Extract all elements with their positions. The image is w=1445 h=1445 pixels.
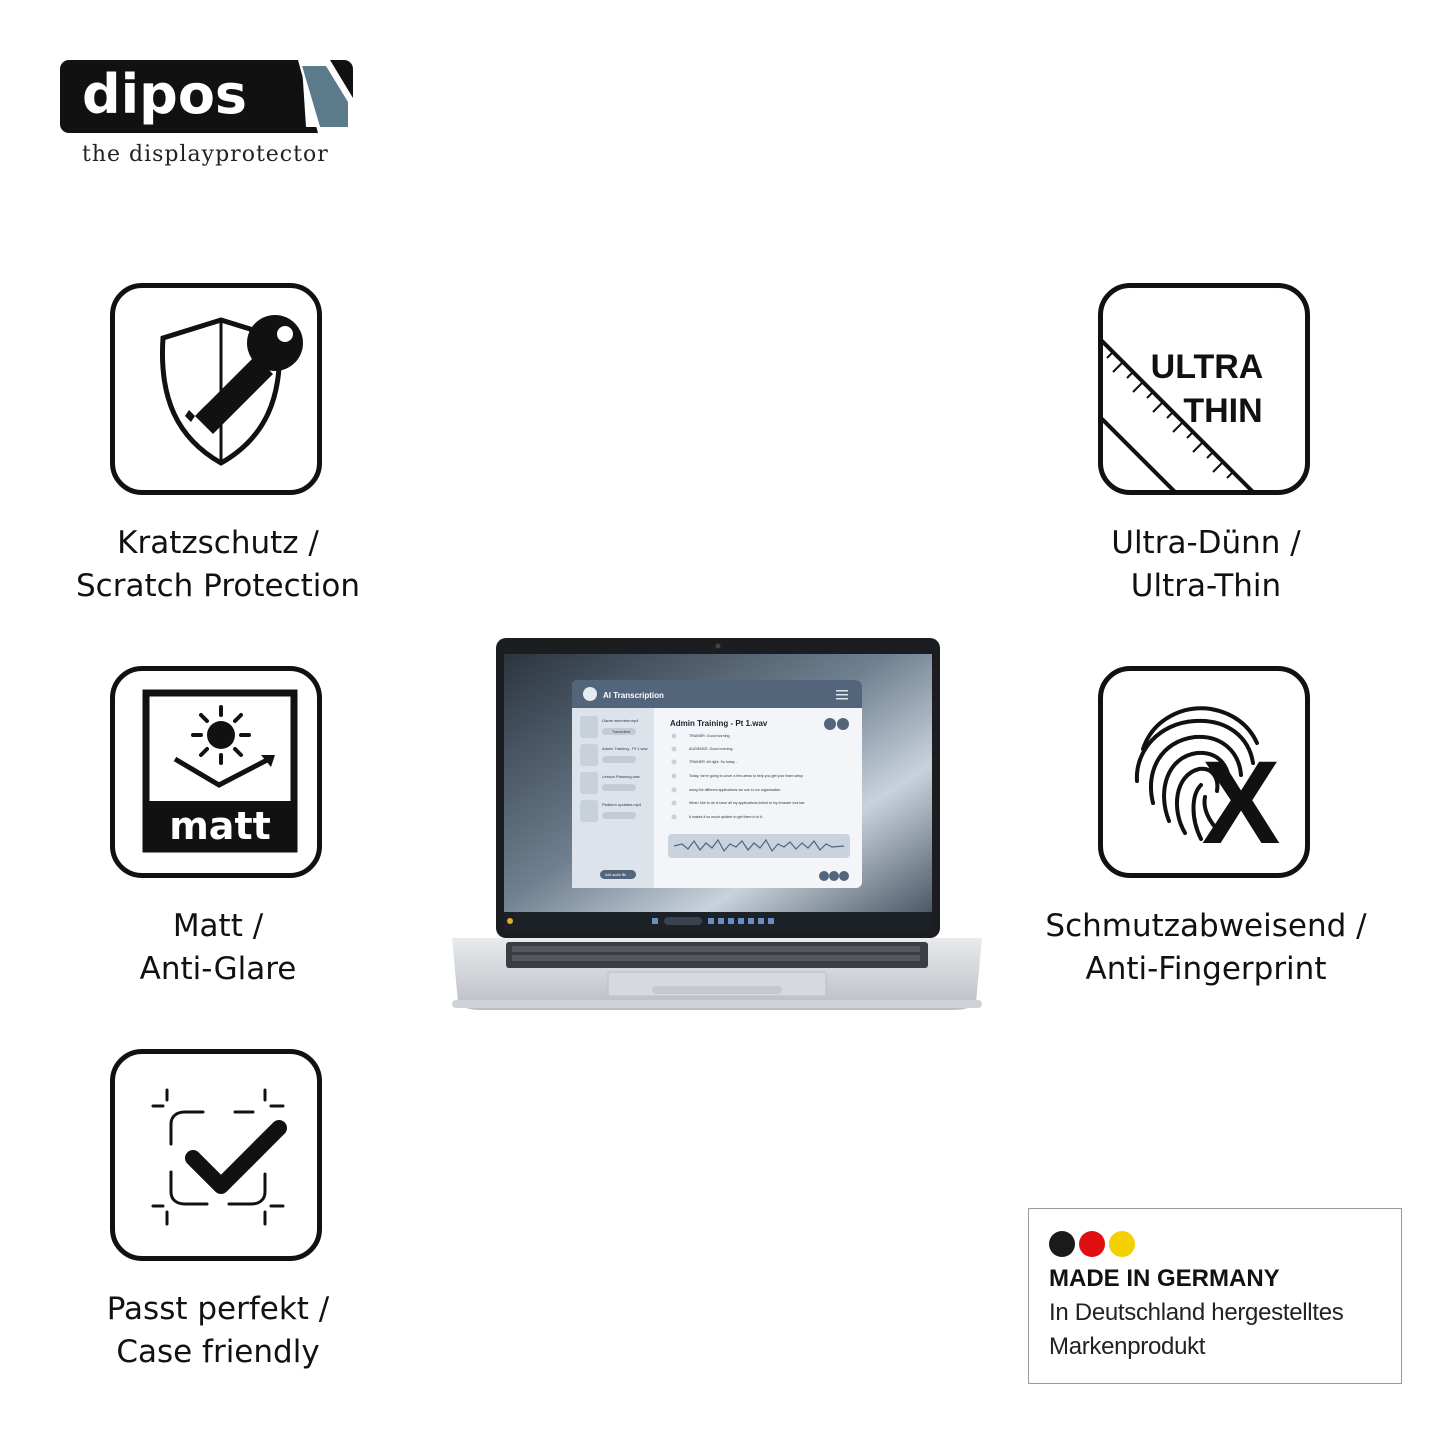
matt-text: matt xyxy=(169,804,271,848)
sun-reflection-icon: matt xyxy=(142,689,298,853)
transcript-line: It makes it so much quicker to get them … xyxy=(689,815,763,819)
caption-line: Ultra-Dünn / xyxy=(1111,525,1301,561)
caption-line: Anti-Fingerprint xyxy=(1085,951,1327,987)
cross-mark: X xyxy=(1202,737,1281,869)
file-item[interactable]: Admin Training - Pt 1.wav xyxy=(602,746,648,751)
transcript-line: TRAINER: Good morning. xyxy=(689,734,731,738)
caption-line: Case friendly xyxy=(116,1334,320,1370)
ultra-text: ULTRA xyxy=(1151,348,1264,386)
thin-text: THIN xyxy=(1183,392,1262,430)
add-audio-button[interactable]: Add audio file xyxy=(605,873,626,877)
feature-caption-fit: Passt perfekt / Case friendly xyxy=(8,1288,428,1374)
made-in-germany-title: MADE IN GERMANY xyxy=(1049,1265,1280,1292)
fingerprint-crossed-icon: X xyxy=(1134,706,1281,869)
transcript-line: What I like to do is have all my applica… xyxy=(689,801,805,805)
feature-tile-thin: ULTRA THIN xyxy=(1098,283,1310,495)
caption-line: Anti-Glare xyxy=(139,951,297,987)
flag-dot-red xyxy=(1079,1231,1105,1257)
caption-line: Passt perfekt / xyxy=(106,1291,330,1327)
caption-line: Matt / xyxy=(172,908,264,944)
brand-logo: dipos the displayprotector xyxy=(60,60,355,175)
file-item[interactable]: Game interview.mp4 xyxy=(602,718,639,723)
feature-caption-scratch: Kratzschutz / Scratch Protection xyxy=(8,522,428,608)
laptop-illustration: AI Transcription Game interview.mp4 Tran… xyxy=(452,638,982,1010)
feature-tile-matt: matt xyxy=(110,666,322,878)
transcript-line: TRAINER: All right. So today - xyxy=(689,760,738,764)
file-title: Admin Training - Pt 1.wav xyxy=(670,719,768,728)
ruler-icon: ULTRA THIN xyxy=(1103,339,1264,490)
waveform[interactable] xyxy=(668,834,850,858)
logo-tagline: the displayprotector xyxy=(82,142,329,167)
caption-line: Kratzschutz / xyxy=(117,525,319,561)
feature-tile-scratch xyxy=(110,283,322,495)
file-item[interactable]: Platform updates.mp4 xyxy=(602,802,642,807)
feature-caption-matt: Matt / Anti-Glare xyxy=(8,905,428,991)
transcript: TRAINER: Good morning. AUDIENCE: Good mo… xyxy=(671,733,805,820)
caption-line: Scratch Protection xyxy=(76,568,360,604)
transcript-line: using the different applications we use … xyxy=(689,788,781,792)
file-status: Transcribed xyxy=(612,730,630,734)
caption-line: Schmutzabweisend / xyxy=(1045,908,1367,944)
made-in-germany-line2: Markenprodukt xyxy=(1049,1333,1206,1360)
shield-key-icon xyxy=(159,315,303,466)
app-title: AI Transcription xyxy=(603,691,664,700)
transcript-line: AUDIENCE: Good morning. xyxy=(689,747,733,751)
transcript-line: Today, we're going to cover a few areas … xyxy=(689,774,803,778)
logo-wordmark: dipos xyxy=(82,63,248,126)
caption-line: Ultra-Thin xyxy=(1130,568,1282,604)
logo-fold-icon xyxy=(298,60,353,133)
feature-caption-thin: Ultra-Dünn / Ultra-Thin xyxy=(996,522,1416,608)
feature-tile-fit xyxy=(110,1049,322,1261)
checkmark-frame-icon xyxy=(151,1088,287,1226)
flag-dot-black xyxy=(1049,1231,1075,1257)
made-in-germany-badge: MADE IN GERMANY In Deutschland hergestel… xyxy=(1028,1208,1402,1384)
file-list: Game interview.mp4 Transcribed Admin Tra… xyxy=(580,716,648,822)
feature-tile-fingerprint: X xyxy=(1098,666,1310,878)
flag-dot-gold xyxy=(1109,1231,1135,1257)
feature-caption-fingerprint: Schmutzabweisend / Anti-Fingerprint xyxy=(996,905,1416,991)
laptop-image: AI Transcription Game interview.mp4 Tran… xyxy=(452,636,982,1016)
file-item[interactable]: Lesson Planning.wav xyxy=(602,774,640,779)
made-in-germany-line1: In Deutschland hergestelltes xyxy=(1049,1299,1344,1326)
